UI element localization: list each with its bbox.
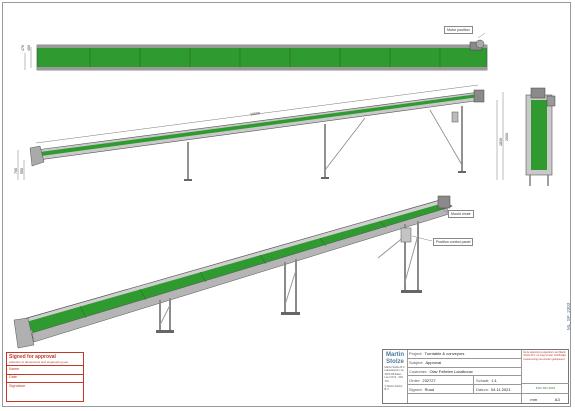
dim-height-feed-a: 700 bbox=[13, 168, 18, 174]
iso-motor bbox=[437, 195, 451, 209]
side-control-box bbox=[451, 111, 459, 123]
order-row: Order:232727 Schaal:1:1 bbox=[407, 376, 521, 386]
copyright: © Martin Stolze B.V. bbox=[384, 385, 403, 392]
title-block-right: Deze tekening is eigendom van Martin Sto… bbox=[521, 350, 569, 403]
top-view-belt bbox=[36, 44, 488, 71]
company-address: Martin Stolze B.V. Laboratorium 1a 4870 … bbox=[384, 366, 406, 383]
subject-value: Approval bbox=[425, 360, 442, 366]
dim-height-feed-b: 550 bbox=[19, 168, 24, 174]
sheet-border bbox=[2, 2, 571, 407]
approval-title: Signed for approval bbox=[9, 354, 56, 360]
callout-control-panel: Position control panel bbox=[433, 238, 474, 246]
top-view bbox=[24, 32, 488, 71]
approval-name-row[interactable]: Name bbox=[7, 366, 83, 375]
iso-control-panel bbox=[400, 227, 412, 243]
title-block-fields: Project:Turntable & conveyors Subject:Ap… bbox=[407, 350, 521, 403]
scale-value: 1:1 bbox=[491, 377, 497, 383]
iso-belt bbox=[26, 204, 447, 333]
end-view bbox=[525, 87, 556, 186]
approval-note: Attention to dimensions and engineering … bbox=[7, 360, 83, 366]
dim-top-width-b: 400 bbox=[26, 45, 31, 51]
unit-format: mm A3 bbox=[522, 394, 569, 404]
approval-date-row[interactable]: Date bbox=[7, 375, 83, 383]
iso-feed-hopper bbox=[13, 317, 35, 349]
callout-motor-position: Motor position bbox=[444, 26, 473, 34]
dim-height-total: 2000 bbox=[504, 133, 509, 141]
approval-signature-row[interactable]: Signature bbox=[9, 383, 26, 388]
signed-row: Signed:Ruud Datum:04.11.2021 bbox=[407, 385, 521, 394]
side-view-belt bbox=[40, 94, 479, 156]
customer-value: Olav Feitelen Landbouw bbox=[429, 368, 473, 374]
subject-row: Subject:Approval bbox=[407, 359, 521, 368]
unit-value: mm bbox=[530, 396, 538, 402]
length-dimension-line bbox=[35, 84, 479, 144]
dim-height-discharge: 1830 bbox=[498, 138, 503, 146]
motor-side bbox=[473, 89, 485, 103]
signed-value: Ruud bbox=[424, 386, 435, 392]
isometric-view bbox=[13, 195, 453, 349]
end-view-belt bbox=[531, 100, 547, 170]
customer-row: Customer:Olav Feitelen Landbouw bbox=[407, 368, 521, 377]
side-view bbox=[17, 84, 504, 181]
format-value: A3 bbox=[554, 396, 560, 402]
callout-mould-chute: Mould chute bbox=[448, 210, 474, 218]
date-value: 04.11.2021 bbox=[490, 386, 511, 392]
drawing-number: ML_SP_2303 bbox=[566, 302, 571, 330]
order-value: 232727 bbox=[422, 377, 436, 383]
project-row: Project:Turntable & conveyors bbox=[407, 350, 521, 359]
project-value: Turntable & conveyors bbox=[424, 351, 465, 357]
certification: FSC ISO 9001 bbox=[522, 384, 569, 394]
approval-box: Signed for approval Attention to dimensi… bbox=[6, 352, 84, 402]
dim-top-width-a: 470 bbox=[20, 43, 26, 53]
revision-note: Deze tekening is eigendom van Martin Sto… bbox=[522, 350, 569, 384]
